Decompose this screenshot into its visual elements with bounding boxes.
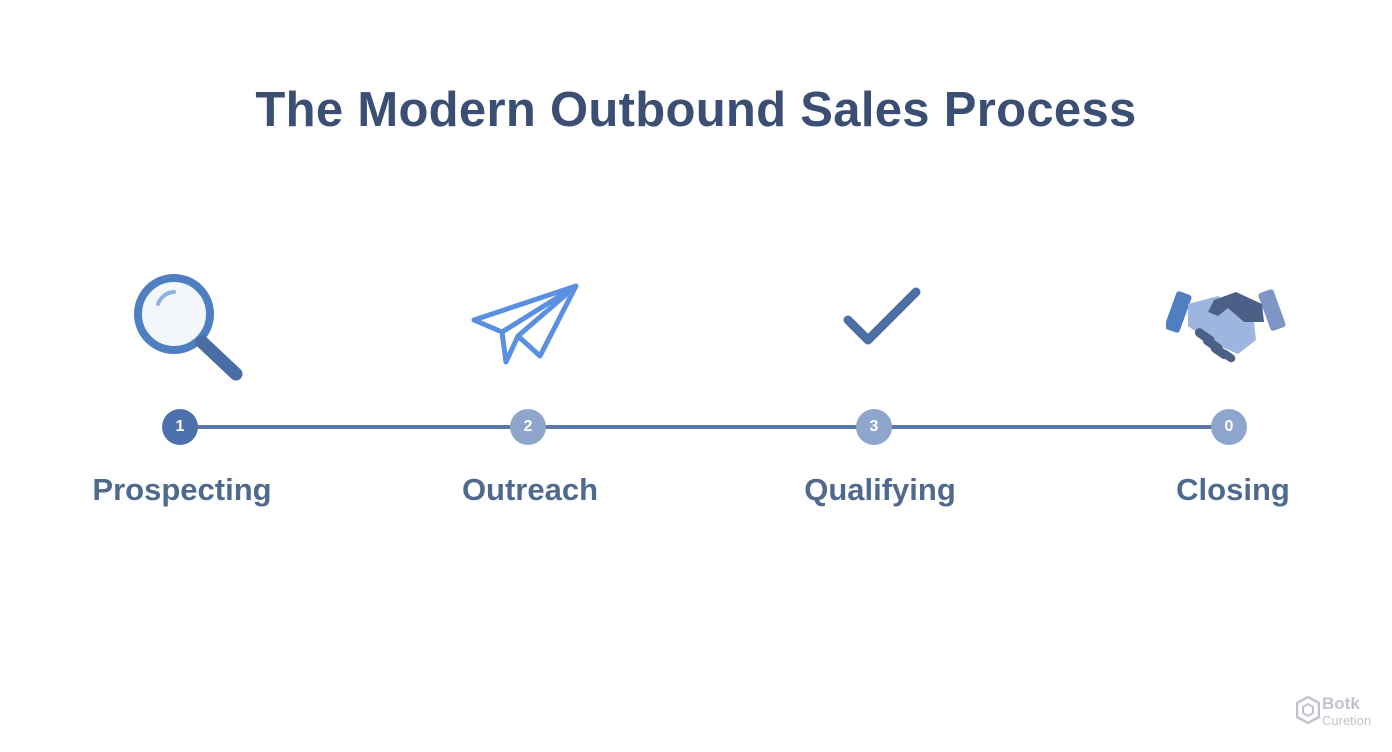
step-label-closing: Closing (1176, 472, 1290, 507)
magnifier-icon (134, 274, 243, 381)
watermark-logo: Botk Curetion (1296, 694, 1386, 730)
watermark-text-1: Botk (1322, 694, 1360, 713)
step-label-prospecting: Prospecting (92, 472, 272, 507)
checkmark-icon (843, 287, 921, 345)
step-node-2: 2 (510, 409, 546, 445)
watermark-text-2: Curetion (1322, 713, 1372, 728)
step-node-3: 3 (856, 409, 892, 445)
handshake-icon (1166, 289, 1286, 363)
paper-plane-icon (471, 283, 579, 365)
step-node-1: 1 (162, 409, 198, 445)
page-title: The Modern Outbound Sales Process (255, 83, 1137, 137)
step-node-4: 0 (1211, 409, 1247, 445)
hexagon-logo-icon (1296, 696, 1320, 724)
timeline-line (180, 425, 1230, 429)
step-label-qualifying: Qualifying (804, 472, 956, 507)
step-label-outreach: Outreach (461, 472, 599, 507)
